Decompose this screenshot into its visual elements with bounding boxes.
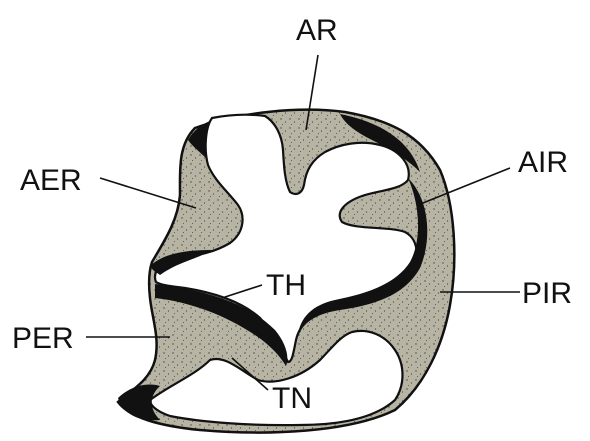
label-th: TH bbox=[266, 269, 306, 302]
label-tn: TN bbox=[272, 382, 312, 415]
label-per: PER bbox=[12, 322, 74, 355]
label-pir: PIR bbox=[522, 277, 572, 310]
label-air: AIR bbox=[518, 146, 568, 179]
label-aer: AER bbox=[20, 164, 82, 197]
label-ar: AR bbox=[296, 14, 338, 47]
